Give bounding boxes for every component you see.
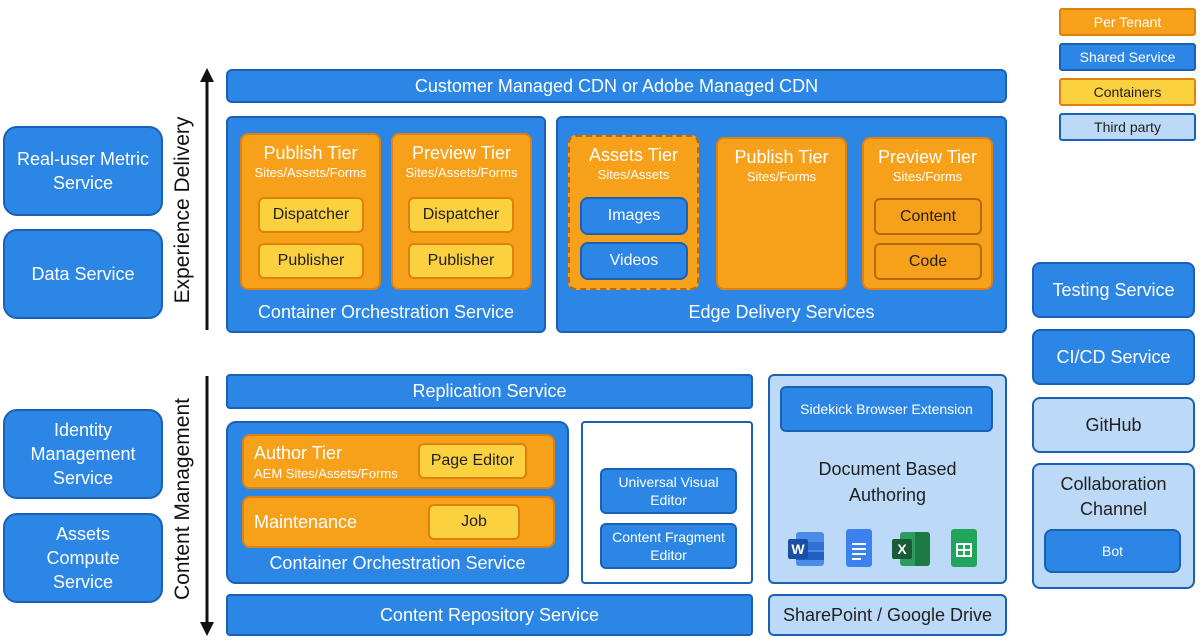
cdn-bar: Customer Managed CDN or Adobe Managed CD… — [226, 69, 1007, 103]
preview-tier-title: Preview Tier — [411, 143, 512, 163]
sheets-icon — [951, 529, 977, 567]
preview-dispatcher: Dispatcher — [408, 197, 514, 233]
testing-service: Testing Service — [1032, 262, 1195, 318]
author-tier-title: Author Tier — [254, 443, 343, 463]
eds-content-box: Content — [874, 198, 982, 235]
replication-service: Replication Service — [226, 374, 753, 409]
document-authoring-title: Document Based Authoring — [818, 459, 957, 505]
word-icon: W — [788, 530, 826, 568]
publish-publisher: Publisher — [258, 243, 364, 279]
eds-preview-title: Preview Tier — [877, 147, 978, 167]
publish-tier-sub: Sites/Assets/Forms — [254, 165, 367, 180]
content-fragment-editor: Content Fragment Editor — [600, 523, 737, 569]
videos-box: Videos — [580, 242, 688, 280]
assets-compute-service: Assets Compute Service — [3, 513, 163, 603]
legend-shared-service: Shared Service — [1059, 43, 1196, 71]
content-management-label: Content Management — [171, 398, 194, 600]
content-repository-service: Content Repository Service — [226, 594, 753, 636]
preview-publisher: Publisher — [408, 243, 514, 279]
real-user-metric-service: Real-user Metric Service — [3, 126, 163, 216]
assets-tier-sub: Sites/Assets — [597, 167, 670, 182]
legend-per-tenant: Per Tenant — [1059, 8, 1196, 36]
maintenance-title: Maintenance — [254, 512, 358, 532]
legend-third-party: Third party — [1059, 113, 1196, 141]
universal-visual-editor: Universal Visual Editor — [600, 468, 737, 514]
sharepoint-google-drive: SharePoint / Google Drive — [768, 594, 1007, 636]
sidekick-browser-extension: Sidekick Browser Extension — [780, 386, 993, 432]
experience-delivery-label: Experience Delivery — [171, 116, 194, 304]
edge-delivery-label: Edge Delivery Services — [688, 302, 875, 322]
images-box: Images — [580, 197, 688, 235]
publish-tier-title: Publish Tier — [263, 143, 358, 163]
data-service: Data Service — [3, 229, 163, 319]
legend-containers: Containers — [1059, 78, 1196, 106]
experience-cos-label: Container Orchestration Service — [257, 302, 515, 322]
page-editor-box: Page Editor — [418, 443, 527, 479]
job-box: Job — [428, 504, 520, 540]
author-tier-sub: AEM Sites/Assets/Forms — [254, 466, 398, 481]
docs-icon — [846, 529, 872, 567]
preview-tier-sub: Sites/Assets/Forms — [405, 165, 518, 180]
cicd-service: CI/CD Service — [1032, 329, 1195, 385]
excel-icon: X — [892, 530, 932, 568]
eds-publish-sub: Sites/Forms — [746, 169, 817, 184]
eds-publish-tier: Publish Tier Sites/Forms — [716, 137, 847, 290]
collaboration-channel-title: Collaboration Channel — [1060, 474, 1167, 519]
bot-box: Bot — [1044, 529, 1181, 573]
publish-dispatcher: Dispatcher — [258, 197, 364, 233]
identity-management-service: Identity Management Service — [3, 409, 163, 499]
github-box: GitHub — [1032, 397, 1195, 453]
eds-publish-title: Publish Tier — [734, 147, 829, 167]
cm-cos-label: Container Orchestration Service — [269, 553, 526, 573]
assets-tier-title: Assets Tier — [588, 145, 679, 165]
eds-code-box: Code — [874, 243, 982, 280]
eds-preview-sub: Sites/Forms — [892, 169, 963, 184]
